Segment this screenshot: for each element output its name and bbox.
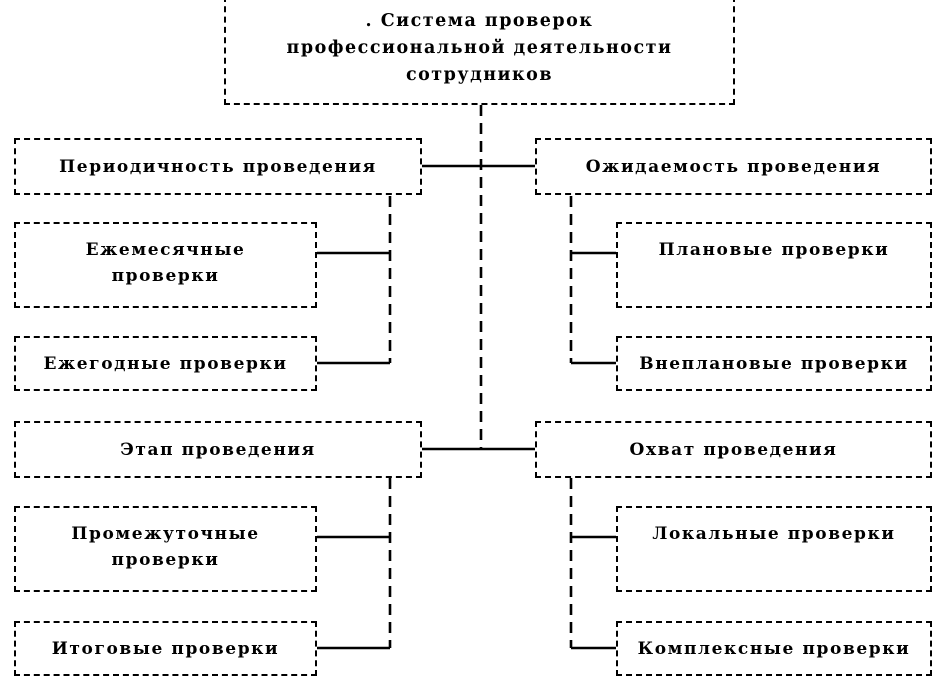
node-monthly-label: Ежемесячные проверки [85,240,246,286]
node-final[interactable]: Итоговые проверки [14,621,317,676]
node-root-label: . Система проверок профессиональной деят… [286,11,673,85]
node-periodicity[interactable]: Периодичность проведения [14,138,422,195]
node-complex-label: Комплексные проверки [637,638,911,659]
node-annual-label: Ежегодные проверки [43,353,288,374]
node-expectedness[interactable]: Ожидаемость проведения [535,138,932,195]
node-stage-label: Этап проведения [120,439,316,460]
node-root[interactable]: . Система проверок профессиональной деят… [224,0,735,105]
node-planned[interactable]: Плановые проверки [616,222,932,308]
node-monthly[interactable]: Ежемесячные проверки [14,222,317,308]
node-stage[interactable]: Этап проведения [14,421,422,478]
node-coverage-label: Охват проведения [629,439,838,460]
node-unplanned[interactable]: Внеплановые проверки [616,336,932,391]
node-complex[interactable]: Комплексные проверки [616,621,932,676]
node-final-label: Итоговые проверки [51,638,280,659]
node-interim[interactable]: Промежуточные проверки [14,506,317,592]
node-expectedness-label: Ожидаемость проведения [585,156,882,177]
node-local[interactable]: Локальные проверки [616,506,932,592]
node-planned-label: Плановые проверки [658,240,890,260]
node-local-label: Локальные проверки [652,524,896,544]
node-interim-label: Промежуточные проверки [71,524,260,570]
node-periodicity-label: Периодичность проведения [59,156,377,177]
node-coverage[interactable]: Охват проведения [535,421,932,478]
node-annual[interactable]: Ежегодные проверки [14,336,317,391]
node-unplanned-label: Внеплановые проверки [639,353,909,374]
